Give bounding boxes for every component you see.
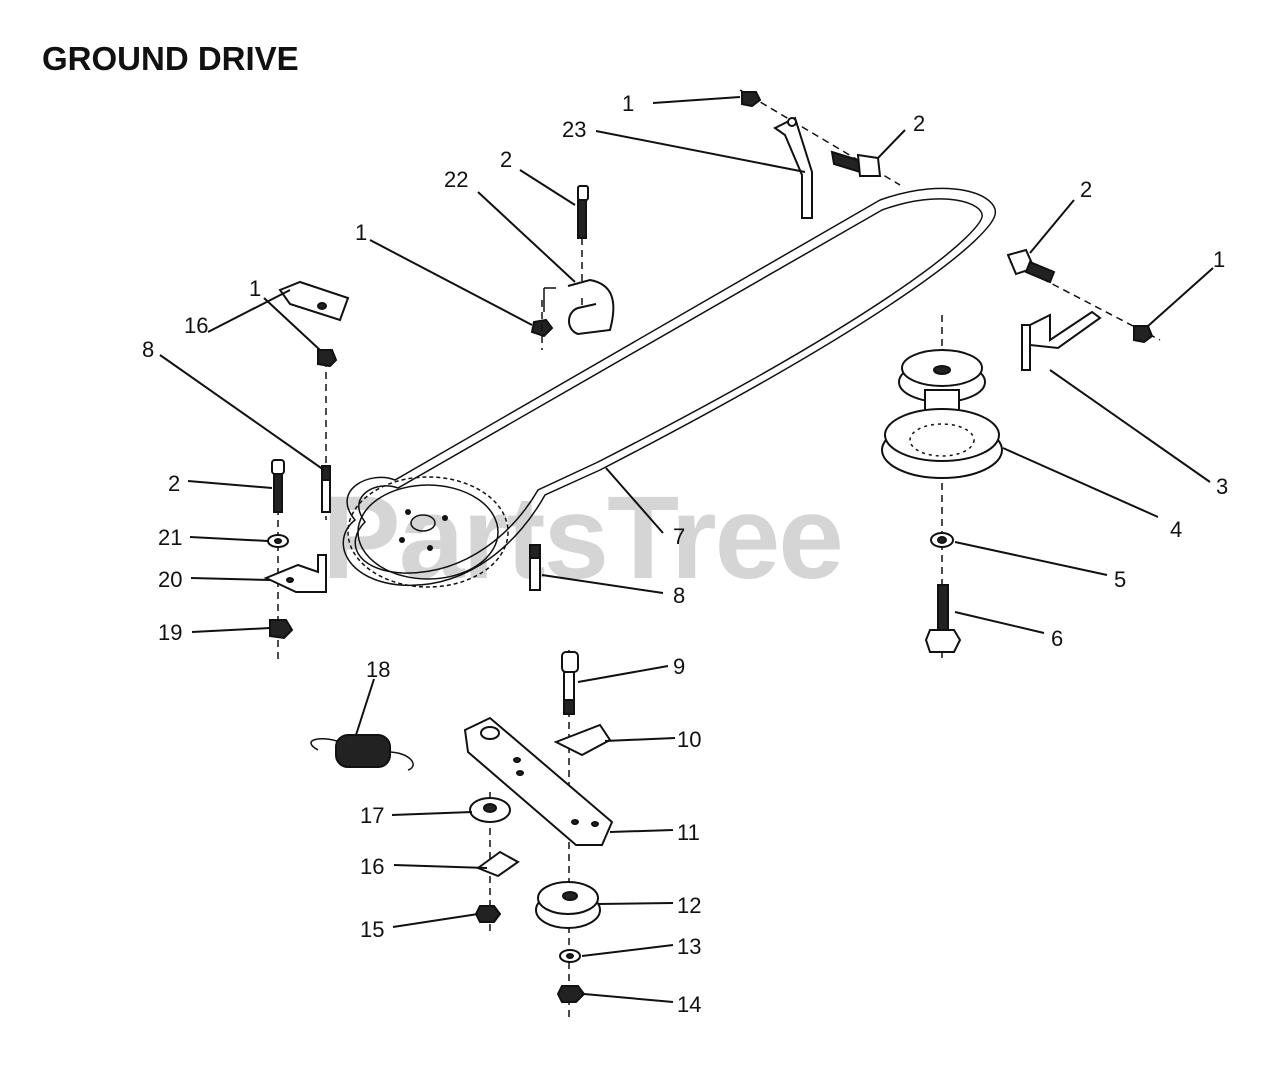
callout-4: 4 bbox=[1170, 517, 1182, 542]
callout-5: 5 bbox=[1114, 567, 1126, 592]
callout-8: 8 bbox=[142, 337, 154, 362]
callout-23: 23 bbox=[562, 117, 586, 142]
callout-2: 2 bbox=[168, 471, 180, 496]
callout-1: 1 bbox=[355, 220, 367, 245]
bracket-23 bbox=[739, 89, 901, 219]
callout-1: 1 bbox=[622, 91, 634, 116]
callout-15: 15 bbox=[360, 917, 384, 942]
bracket-3 bbox=[1006, 248, 1161, 371]
callout-10: 10 bbox=[677, 727, 701, 752]
bolt-2-left bbox=[271, 459, 285, 660]
diagram-title: GROUND DRIVE bbox=[42, 40, 299, 77]
nut-15 bbox=[474, 905, 502, 923]
callout-2: 2 bbox=[500, 147, 512, 172]
callout-6: 6 bbox=[1051, 626, 1063, 651]
callout-2: 2 bbox=[913, 111, 925, 136]
callout-12: 12 bbox=[677, 893, 701, 918]
drive-belt bbox=[342, 187, 996, 588]
idler-pulley-12 bbox=[535, 881, 601, 929]
callout-17: 17 bbox=[360, 803, 384, 828]
callout-1: 1 bbox=[1213, 247, 1225, 272]
callout-14: 14 bbox=[677, 992, 701, 1017]
washer-5 bbox=[930, 532, 954, 548]
belt-guide-22 bbox=[530, 185, 615, 350]
nut-19 bbox=[269, 619, 294, 640]
nut-icon bbox=[741, 91, 762, 108]
callout-8: 8 bbox=[673, 583, 685, 608]
callout-7: 7 bbox=[673, 524, 685, 549]
callout-labels: 1 23 2 2 22 1 2 1 1 16 8 2 21 20 19 7 8 … bbox=[142, 91, 1228, 1017]
clip-10 bbox=[553, 723, 612, 757]
callout-9: 9 bbox=[673, 654, 685, 679]
bolt-6 bbox=[924, 584, 962, 653]
leader-lines bbox=[159, 96, 1214, 1003]
clip-16-lower bbox=[475, 850, 520, 878]
callout-13: 13 bbox=[677, 934, 701, 959]
callout-11: 11 bbox=[677, 820, 700, 845]
callout-1: 1 bbox=[249, 276, 261, 301]
callout-20: 20 bbox=[158, 567, 182, 592]
callout-19: 19 bbox=[158, 620, 182, 645]
callout-21: 21 bbox=[158, 525, 182, 550]
bracket-20 bbox=[263, 554, 327, 593]
engine-pulley-4 bbox=[881, 315, 1003, 660]
spring-18 bbox=[310, 734, 414, 771]
washer-21 bbox=[267, 534, 289, 548]
callout-2: 2 bbox=[1080, 177, 1092, 202]
washer-13 bbox=[559, 949, 581, 963]
pin-8-left bbox=[321, 465, 331, 513]
callout-3: 3 bbox=[1216, 474, 1228, 499]
callout-16: 16 bbox=[360, 854, 384, 879]
nut-14 bbox=[556, 985, 586, 1003]
pin-8-center bbox=[529, 544, 541, 591]
callout-18: 18 bbox=[366, 657, 390, 682]
callout-22: 22 bbox=[444, 167, 468, 192]
idler-arm-11 bbox=[463, 716, 614, 846]
washer-17 bbox=[469, 792, 511, 935]
callout-16: 16 bbox=[184, 313, 208, 338]
